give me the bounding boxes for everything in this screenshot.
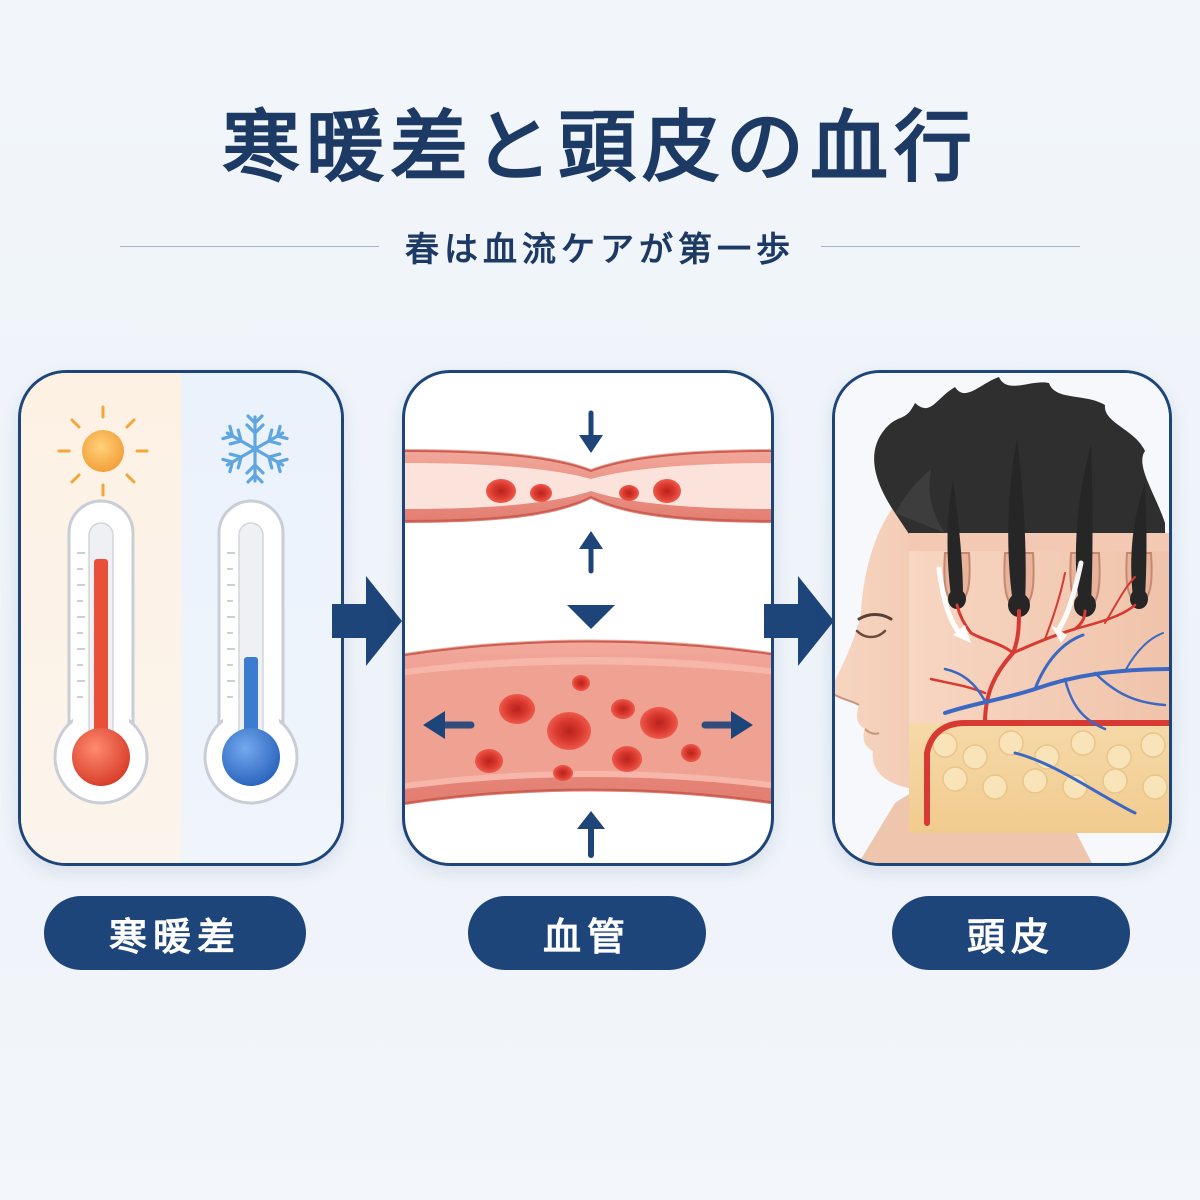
cold-thermometer (203, 499, 299, 805)
snowflake-icon (220, 414, 290, 484)
blood-cells-small (486, 479, 681, 503)
arrow-down-icon (579, 410, 603, 453)
arrow-down-icon (567, 605, 615, 629)
vessel-panel (402, 370, 774, 866)
label-temperature: 寒暖差 (44, 896, 306, 970)
vessel-illustration (405, 410, 771, 858)
subtitle-rule-left (120, 245, 379, 247)
arrow-up-icon (577, 811, 605, 858)
constricted-vessel (405, 449, 771, 523)
label-vessel: 血管 (468, 896, 706, 970)
hair-follicle-icon (909, 439, 1169, 833)
hot-thermometer (53, 499, 149, 805)
page-title: 寒暖差と頭皮の血行 (221, 102, 978, 193)
closed-eye (855, 629, 887, 639)
scalp-illustration (835, 373, 1169, 863)
subtitle-row: 春は血流ケアが第一歩 (120, 218, 1080, 274)
subtitle-rule-right (821, 245, 1080, 247)
sun-icon (57, 405, 149, 497)
temperature-illustration (21, 373, 341, 863)
subtitle: 春は血流ケアが第一歩 (405, 229, 795, 270)
arrow-up-icon (579, 531, 603, 574)
flow-arrow-right-icon (764, 576, 834, 666)
temperature-panel (18, 370, 344, 866)
arrow-left-icon (423, 711, 475, 739)
flow-arrow-right-icon (332, 576, 402, 666)
blood-cells-large (475, 675, 701, 781)
scalp-panel (832, 370, 1172, 866)
arrow-right-icon (701, 711, 753, 739)
label-scalp: 頭皮 (892, 896, 1130, 970)
